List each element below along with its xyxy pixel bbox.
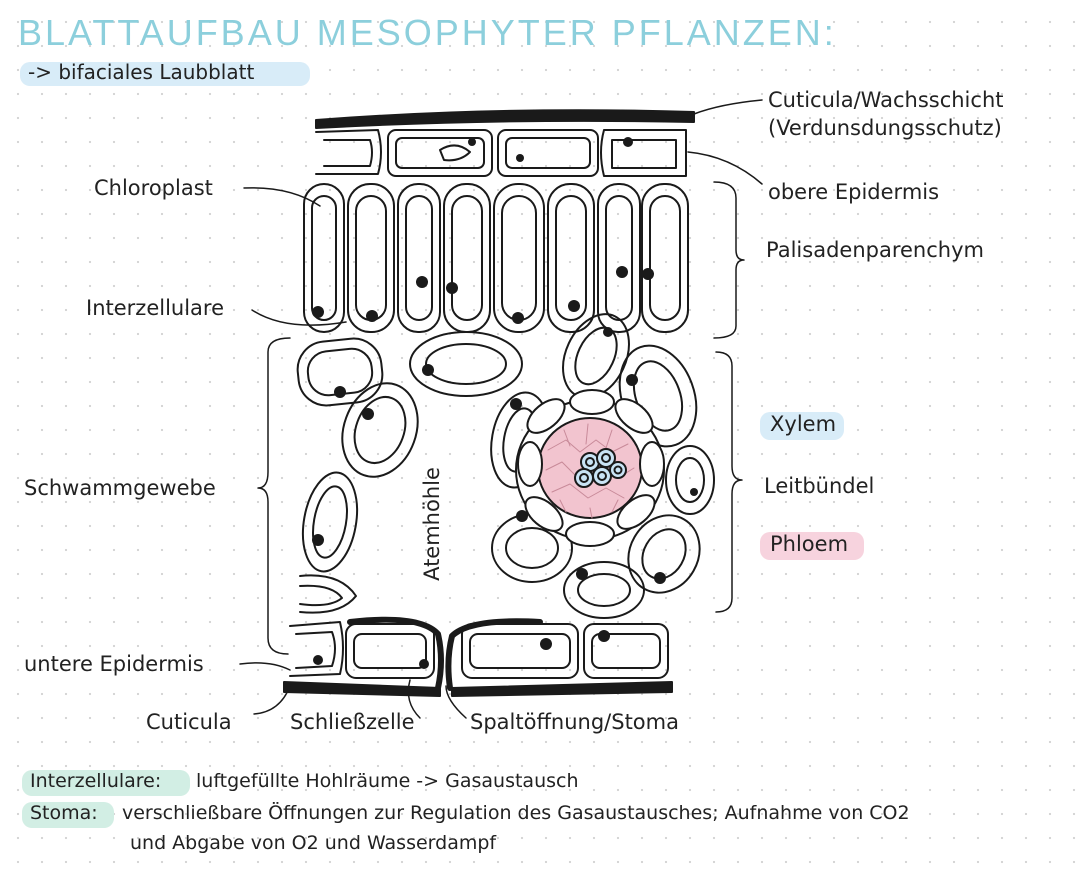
note2-text: verschließbare Öffnungen zur Regulation … [122,802,910,824]
label-cuticula-top: Cuticula/Wachsschicht [768,88,1004,112]
label-cuticula-top-note: (Verdunsdungsschutz) [768,116,1002,140]
phloem-highlight [760,532,864,560]
label-atemhoehle: Atemhöhle [420,467,444,581]
upper-epidermis [315,129,687,177]
note1-text: luftgefüllte Hohlräume -> Gasaustausch [196,770,579,792]
label-untere-epidermis: untere Epidermis [24,652,204,676]
note2-term-highlight [22,802,114,828]
subtitle-highlight [20,62,310,86]
vascular-bundle [515,389,665,547]
note2-term: Stoma: [30,802,98,824]
spongy-mesophyll-left [296,331,523,614]
label-cuticula-bottom: Cuticula [146,710,232,734]
lower-cuticle [283,681,441,697]
label-phloem: Phloem [770,532,849,556]
label-leitbuendel: Leitbündel [764,474,875,498]
braces [257,181,745,655]
spongy-mesophyll-right [490,313,715,619]
lower-epidermis [289,621,669,679]
upper-cuticle [315,109,695,129]
label-chloroplast: Chloroplast [94,176,213,200]
chloroplast-dots [312,137,698,669]
page-title: BLATTAUFBAU MESOPHYTER PFLANZEN: [18,12,837,53]
label-xylem: Xylem [770,412,837,436]
lower-cuticle-right [451,681,673,697]
subtitle: -> bifaciales Laubblatt [28,60,255,84]
guard-cells [347,616,543,691]
label-palisadenparenchym: Palisadenparenchym [766,238,984,262]
brace-palisade [713,181,745,339]
xylem-highlight [760,412,844,440]
brace-schwammgewebe [257,337,291,655]
label-interzellulare: Interzellulare [86,296,225,320]
label-spaltoeffnung: Spaltöffnung/Stoma [470,710,679,734]
note3-text: und Abgabe von O2 und Wasserdampf [130,832,497,854]
label-schliesszelle: Schließzelle [290,710,415,734]
note1-term-highlight [22,770,190,796]
label-schwammgewebe: Schwammgewebe [24,476,216,500]
brace-leitbuendel [715,351,743,613]
leader-lines [239,99,763,719]
note1-term: Interzellulare: [30,770,162,792]
palisade-parenchyma [303,183,689,333]
label-obere-epidermis: obere Epidermis [768,180,940,204]
